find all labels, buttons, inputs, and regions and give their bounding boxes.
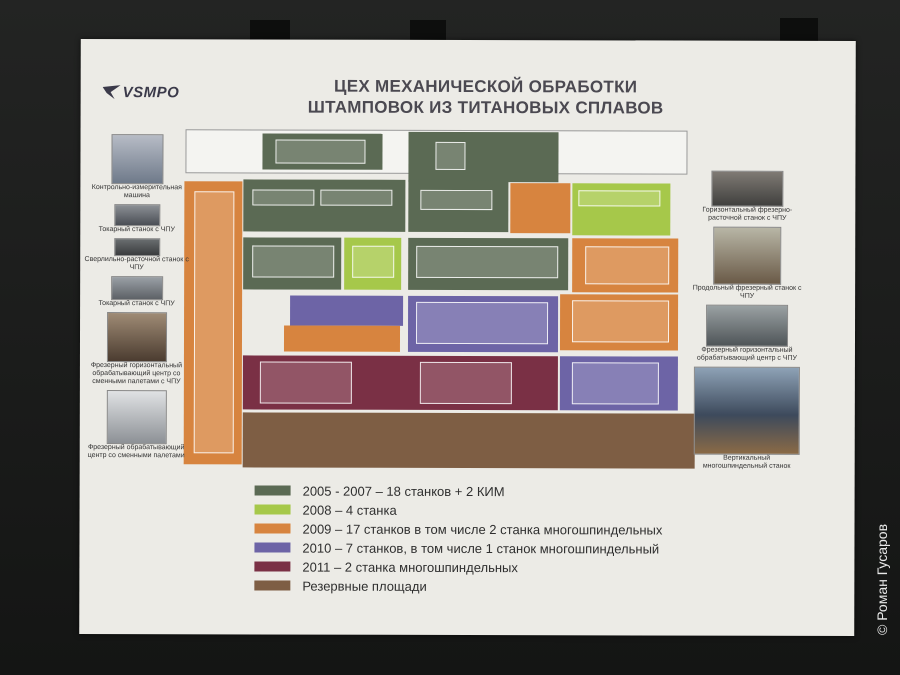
legend-swatch — [254, 504, 291, 515]
legend-label: Резервные площади — [302, 578, 427, 594]
machine-outline — [571, 362, 659, 405]
photo-caption: Фрезерный горизонтальный обрабатывающий … — [90, 362, 183, 386]
legend-label: 2005 - 2007 – 18 станков + 2 КИМ — [302, 483, 505, 500]
photo-caption: Контрольно-измерительная машина — [91, 184, 182, 200]
multispindle-machine-photo — [693, 366, 800, 455]
legend-swatch — [254, 561, 291, 572]
machine-outline — [420, 189, 493, 211]
photo-caption: Сверлильно-расточной станок с ЧПУ — [84, 255, 189, 272]
boring-mill-photo — [711, 170, 784, 207]
lathe-photo — [113, 204, 160, 227]
horizontal-mill-photo — [705, 304, 789, 347]
photo-caption: Фрезерный обрабатывающий центр со сменны… — [87, 444, 185, 460]
legend-label: 2008 – 4 станка — [302, 502, 397, 518]
zone-reserve — [242, 412, 695, 469]
milling-center-photo — [106, 390, 167, 445]
machine-outline — [193, 191, 235, 454]
machine-outline — [252, 245, 335, 278]
machine-outline — [578, 190, 661, 207]
machine-outline — [275, 139, 366, 164]
machine-outline — [415, 301, 549, 345]
zone-2005 — [408, 131, 559, 183]
zone-2009 — [283, 325, 401, 352]
zone-2009 — [510, 183, 571, 234]
tape-top-center — [410, 20, 446, 42]
right-photo-column: Горизонтальный фрезерно-расточной станок… — [692, 170, 803, 471]
poster-title: ЦЕХ МЕХАНИЧЕСКОЙ ОБРАБОТКИ ШТАМПОВОК ИЗ … — [251, 75, 721, 118]
gantry-mill-photo — [713, 226, 782, 285]
factory-poster: VSMPO ЦЕХ МЕХАНИЧЕСКОЙ ОБРАБОТКИ ШТАМПОВ… — [79, 38, 856, 637]
title-line-2: ШТАМПОВОК ИЗ ТИТАНОВЫХ СПЛАВОВ — [307, 97, 664, 118]
photo-caption: Токарный станок с ЧПУ — [98, 226, 175, 234]
zone-2010 — [290, 295, 404, 326]
machine-outline — [252, 189, 315, 206]
machine-outline — [320, 189, 393, 206]
photo-credit: © Роман Гусаров — [874, 523, 890, 635]
logo-bird-icon — [102, 85, 121, 100]
legend-label: 2011 – 2 станка многошпиндельных — [302, 559, 518, 576]
cmm-machine-photo — [110, 134, 164, 185]
machine-outline — [419, 361, 512, 405]
machine-outline — [352, 245, 395, 278]
photo-caption: Вертикальный многошпиндельный станок — [702, 454, 791, 470]
legend-label: 2009 – 17 станков в том числе 2 станка м… — [302, 521, 663, 538]
tape-top-right — [780, 18, 818, 42]
tape-top-left — [250, 20, 290, 42]
drilling-machine-photo — [113, 238, 160, 257]
machine-outline — [416, 245, 559, 279]
machine-outline — [585, 246, 670, 285]
title-line-1: ЦЕХ МЕХАНИЧЕСКОЙ ОБРАБОТКИ — [333, 76, 638, 97]
legend-label: 2010 – 7 станков, в том числе 1 станок м… — [302, 540, 660, 557]
logo-text: VSMPO — [122, 84, 180, 102]
horizontal-center-photo — [106, 312, 167, 363]
machine-outline — [571, 300, 670, 343]
photo-caption: Фрезерный горизонтальный обрабатывающий … — [696, 346, 798, 362]
photo-caption: Токарный станок с ЧПУ — [98, 300, 175, 308]
photo-caption: Продольный фрезерный станок с ЧПУ — [692, 284, 802, 300]
floor-plan — [180, 127, 701, 488]
machine-outline — [435, 141, 466, 170]
legend-swatch — [254, 580, 291, 591]
left-photo-column: Контрольно-измерительная машина Токарный… — [84, 134, 190, 460]
company-logo: VSMPO — [102, 84, 180, 102]
cnc-lathe-photo — [110, 276, 163, 301]
machine-outline — [259, 361, 352, 404]
photo-caption: Горизонтальный фрезерно-расточной станок… — [702, 206, 793, 222]
legend-swatch — [254, 485, 291, 496]
legend-swatch — [254, 542, 291, 553]
legend-swatch — [254, 523, 291, 534]
